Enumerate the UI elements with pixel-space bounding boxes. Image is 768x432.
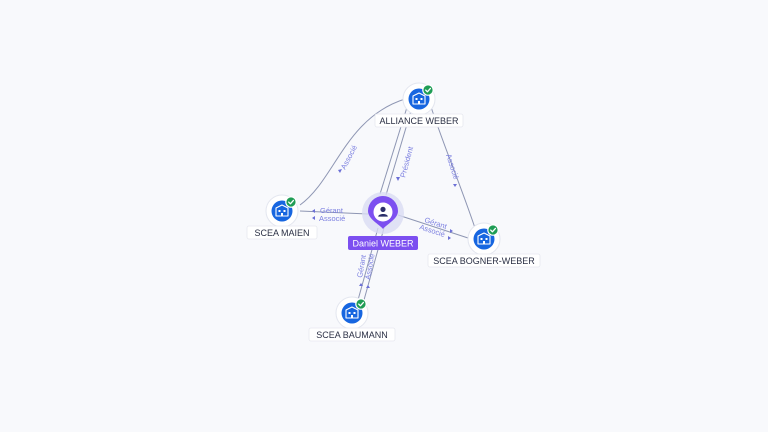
node-scea-bogner-weber[interactable]: SCEA BOGNER-WEBER (427, 222, 541, 268)
edge-daniel-bogner[interactable] (397, 214, 469, 239)
node-label: ALLIANCE WEBER (379, 116, 459, 126)
node-label: SCEA BOGNER-WEBER (433, 256, 535, 266)
node-label: SCEA MAIEN (254, 228, 309, 238)
verified-check-icon (422, 84, 434, 96)
edge-maien-alliance[interactable] (299, 98, 406, 206)
node-daniel-weber[interactable]: Daniel WEBER (348, 192, 418, 250)
node-label-box (308, 327, 396, 342)
person-label-box (348, 236, 418, 250)
verified-check-icon (285, 196, 297, 208)
edge-label-associe-maien: Associé (319, 214, 345, 223)
node-scea-maien[interactable]: SCEA MAIEN (246, 194, 318, 240)
person-icon (378, 206, 388, 217)
node-label: SCEA BAUMANN (316, 330, 388, 340)
person-label: Daniel WEBER (352, 239, 414, 249)
arrow-marker (396, 177, 400, 181)
edge-label-president: Président (398, 145, 415, 179)
arrow-marker (450, 229, 453, 233)
arrow-marker (448, 236, 451, 240)
arrow-marker (312, 209, 315, 213)
edge-label-gerant-baumann: Gérant (355, 253, 368, 278)
node-alliance-weber[interactable]: ALLIANCE WEBER (374, 82, 464, 128)
verified-check-icon (487, 224, 499, 236)
arrow-marker (312, 216, 315, 220)
node-label-box (427, 253, 541, 268)
arrow-marker (453, 184, 457, 187)
arrow-marker (338, 169, 342, 173)
node-label-box (374, 113, 464, 128)
verified-check-icon (355, 298, 367, 310)
node-label-box (246, 225, 318, 240)
edge-label-associe-baumann: Associé (363, 253, 376, 280)
arrow-marker (366, 285, 370, 288)
edge-daniel-maien[interactable] (299, 210, 369, 215)
arrow-marker (359, 283, 363, 286)
edge-label-associe-bogner-alliance: Associé (444, 153, 461, 181)
node-scea-baumann[interactable]: SCEA BAUMANN (308, 296, 396, 342)
edge-label-gerant-maien: Gérant (320, 206, 344, 215)
edge-label-associe-maien-alliance: Associé (339, 144, 359, 171)
